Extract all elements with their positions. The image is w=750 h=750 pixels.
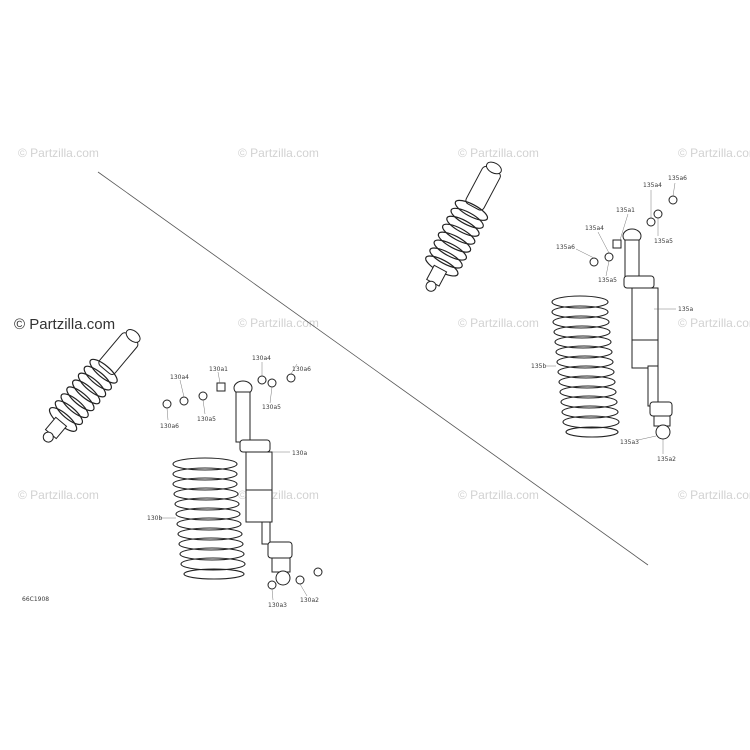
spring-130b	[172, 457, 246, 580]
label-130a6: 130a6	[160, 423, 179, 430]
label-135a1: 135a1	[616, 207, 635, 214]
watermark-logo: © Partzilla.com	[14, 316, 116, 333]
label-130a5: 130a5	[197, 416, 216, 423]
watermark: © Partzilla.com	[678, 146, 750, 160]
label-135b: 135b	[531, 363, 546, 370]
watermark: © Partzilla.com	[458, 146, 539, 160]
watermark: © Partzilla.com	[238, 316, 319, 330]
label-135a5: 135a5	[654, 238, 673, 245]
watermark: © Partzilla.com	[18, 488, 99, 502]
label-130a6: 130a6	[292, 366, 311, 373]
watermark: © Partzilla.com	[458, 316, 539, 330]
label-135a3: 135a3	[620, 439, 639, 446]
label-130b: 130b	[147, 515, 162, 522]
label-135a2: 135a2	[657, 456, 676, 463]
exploded-assembly-right: 135a6 135a4 135a1 135a4 135a5 135a5 135a…	[531, 175, 693, 463]
watermark: © Partzilla.com	[18, 146, 99, 160]
label-130a1: 130a1	[209, 366, 228, 373]
watermark: © Partzilla.com	[678, 316, 750, 330]
watermark: © Partzilla.com	[458, 488, 539, 502]
label-130a4: 130a4	[170, 374, 189, 381]
watermark: © Partzilla.com	[238, 146, 319, 160]
label-135a5: 135a5	[598, 277, 617, 284]
label-130a3: 130a3	[268, 602, 287, 609]
shock-body-135a	[622, 228, 673, 440]
shock-body-130a	[233, 380, 293, 586]
label-130a5: 130a5	[262, 404, 281, 411]
separator-line	[97, 171, 649, 566]
spring-135b	[551, 295, 620, 438]
label-135a4: 135a4	[643, 182, 662, 189]
label-130a2: 130a2	[300, 597, 319, 604]
diagram-code: 66C1908	[22, 596, 50, 603]
label-135a6: 135a6	[668, 175, 687, 182]
watermark: © Partzilla.com	[678, 488, 750, 502]
exploded-assembly-left: 130a4 130a1 130a4 130a6 130a5 130a5 130a…	[147, 355, 323, 609]
label-135a: 135a	[678, 306, 693, 313]
assembled-shock-left	[42, 329, 141, 443]
label-135a6: 135a6	[556, 244, 575, 251]
label-130a4: 130a4	[252, 355, 271, 362]
label-135a4: 135a4	[585, 225, 604, 232]
label-130a: 130a	[292, 450, 307, 457]
assembled-shock-right	[425, 161, 502, 292]
